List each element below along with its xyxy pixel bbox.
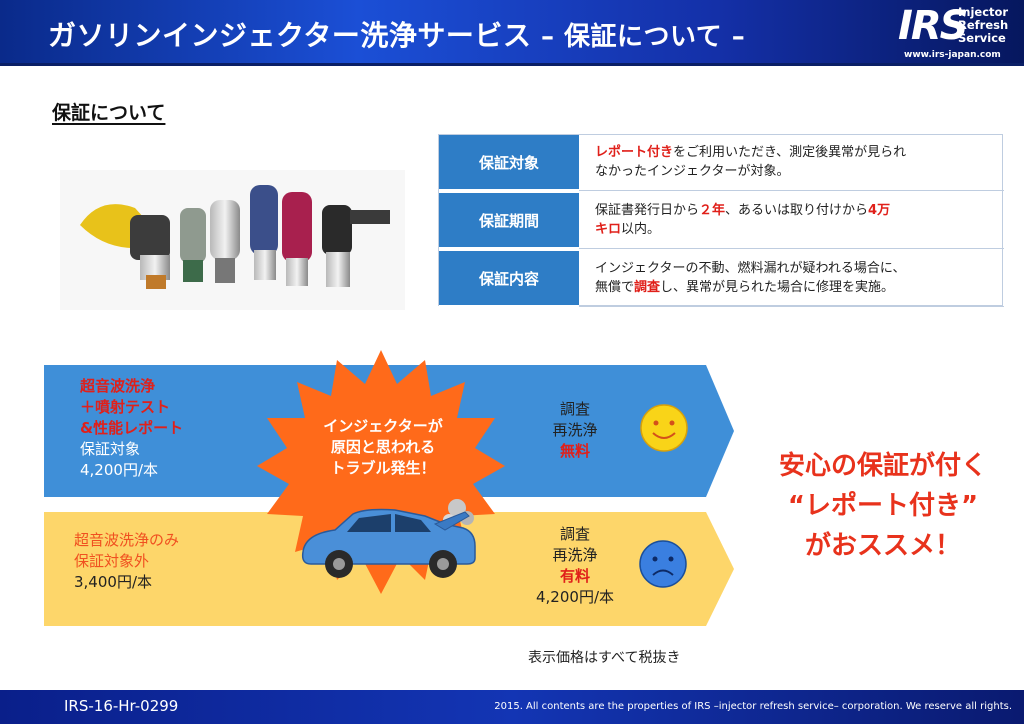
- highlight-inspection: 調査: [634, 280, 661, 295]
- period-text-2: 、あるいは取り付けから: [725, 203, 869, 218]
- plan-basic-result-1: 調査: [559, 525, 590, 543]
- row-value-coverage: レポート付きをご利用いただき、測定後異常が見られ なかったインジェクターが対象。: [579, 135, 1004, 191]
- page-title-main: ガソリンインジェクター洗浄サービス: [48, 19, 532, 52]
- plan-report-line2: ＋噴射テスト: [80, 398, 171, 416]
- content-text-3: し、異常が見られた場合に修理を実施。: [660, 280, 895, 295]
- highlight-distance: 4万: [868, 203, 891, 218]
- row-label-content: 保証内容: [439, 251, 579, 307]
- plan-basic-line2: 保証対象外: [74, 552, 150, 570]
- plan-report-description: 超音波洗浄 ＋噴射テスト &性能レポート 保証対象 4,200円/本: [80, 376, 183, 481]
- recommendation-line3: がおススメ！: [804, 531, 961, 561]
- warranty-table: 保証対象 レポート付きをご利用いただき、測定後異常が見られ なかったインジェクタ…: [438, 134, 1004, 307]
- plan-basic-result: 調査 再洗浄 有料 4,200円/本: [520, 524, 630, 608]
- section-heading: 保証について: [52, 102, 166, 124]
- row-value-content: インジェクターの不動、燃料漏れが疑われる場合に、 無償で調査し、異常が見られた場…: [579, 251, 1004, 307]
- plan-report-warranty: 保証対象: [80, 440, 141, 458]
- coverage-text-2: なかったインジェクターが対象。: [595, 164, 790, 179]
- highlight-years: ２年: [699, 203, 726, 218]
- highlight-km: キロ: [595, 222, 622, 237]
- logo-word-injector: Injector: [958, 5, 1009, 19]
- page-subtitle: – 保証について –: [531, 22, 746, 52]
- page-title: ガソリンインジェクター洗浄サービス – 保証について –: [48, 14, 745, 54]
- period-text-1: 保証書発行日から: [595, 203, 700, 218]
- trouble-line1: インジェクターが: [323, 417, 443, 435]
- table-row: 保証対象 レポート付きをご利用いただき、測定後異常が見られ なかったインジェクタ…: [439, 135, 1004, 191]
- plan-basic-result-2: 再洗浄: [552, 546, 598, 564]
- coverage-text-1: をご利用いただき、測定後異常が見られ: [673, 145, 907, 160]
- broken-car-icon: [295, 494, 485, 584]
- logo-word-refresh: Refresh: [958, 18, 1009, 32]
- irs-logo: IRS Injector Refresh Service www.irs-jap…: [898, 4, 1016, 62]
- plan-basic-paid: 有料: [559, 567, 590, 585]
- table-row: 保証期間 保証書発行日から２年、あるいは取り付けから4万 キロ以内。: [439, 193, 1004, 249]
- plan-report-line3: &性能レポート: [80, 419, 184, 437]
- plan-report-result: 調査 再洗浄 無料: [520, 399, 630, 462]
- table-row: 保証内容 インジェクターの不動、燃料漏れが疑われる場合に、 無償で調査し、異常が…: [439, 251, 1004, 307]
- plan-report-price: 4,200円/本: [80, 461, 158, 479]
- plan-basic-line1: 超音波洗浄のみ: [74, 531, 180, 549]
- document-code: IRS-16-Hr-0299: [64, 697, 179, 715]
- content-text-1: インジェクターの不動、燃料漏れが疑われる場合に、: [595, 261, 906, 276]
- tax-note: 表示価格はすべて税抜き: [528, 650, 681, 666]
- header-bar: ガソリンインジェクター洗浄サービス – 保証について – IRS Injecto…: [0, 0, 1024, 66]
- logo-url: www.irs-japan.com: [904, 50, 1001, 60]
- plan-report-line1: 超音波洗浄: [80, 377, 156, 395]
- recommendation-message: 安心の保証が付く “レポート付き” がおススメ！: [742, 446, 1024, 566]
- plan-report-free: 無料: [559, 442, 590, 460]
- injector-photo: [60, 170, 405, 310]
- logo-word-service: Service: [958, 31, 1006, 45]
- logo-words: Injector Refresh Service: [958, 6, 1008, 45]
- row-label-coverage: 保証対象: [439, 135, 579, 191]
- injector-illustration: [60, 170, 405, 310]
- period-text-3: 以内。: [621, 222, 661, 237]
- plan-basic-price: 3,400円/本: [74, 573, 152, 591]
- recommendation-line2: “レポート付き”: [787, 491, 979, 521]
- trouble-message: インジェクターが 原因と思われる トラブル発生！: [288, 416, 478, 479]
- content-text-2: 無償で: [595, 280, 635, 295]
- footer-bar: IRS-16-Hr-0299 2015. All contents are th…: [0, 690, 1024, 724]
- recommendation-line1: 安心の保証が付く: [778, 451, 987, 481]
- plan-basic-result-price: 4,200円/本: [536, 588, 614, 606]
- plan-basic-description: 超音波洗浄のみ 保証対象外 3,400円/本: [74, 530, 179, 593]
- row-value-period: 保証書発行日から２年、あるいは取り付けから4万 キロ以内。: [579, 193, 1004, 249]
- trouble-line2: 原因と思われる: [330, 438, 436, 456]
- trouble-line3: トラブル発生！: [330, 459, 436, 477]
- plan-report-result-2: 再洗浄: [552, 421, 598, 439]
- plan-report-result-1: 調査: [559, 400, 590, 418]
- logo-letters: IRS: [898, 3, 968, 49]
- highlight-report: レポート付き: [595, 145, 674, 160]
- copyright-notice: 2015. All contents are the properties of…: [494, 701, 1012, 712]
- row-label-period: 保証期間: [439, 193, 579, 249]
